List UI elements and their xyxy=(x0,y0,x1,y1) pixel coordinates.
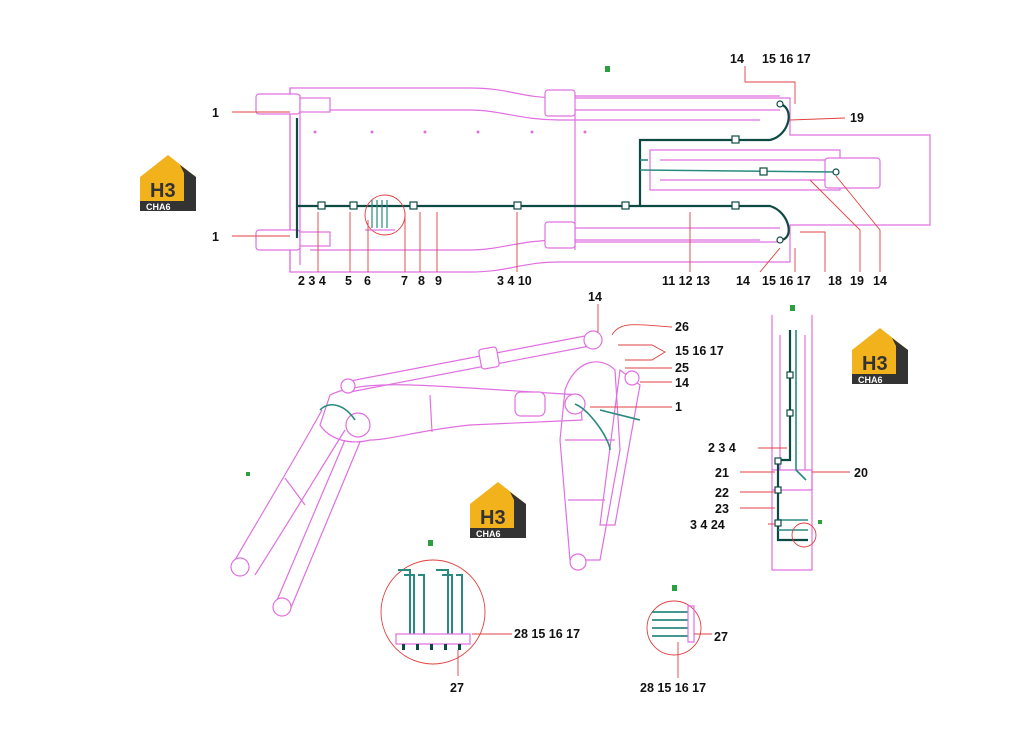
top-view-labels: 1 1 14 15 16 17 19 2 3 4 5 6 7 8 9 3 4 1… xyxy=(212,52,887,288)
svg-text:H3: H3 xyxy=(862,353,888,375)
detail-view-small xyxy=(646,600,712,678)
view-markers xyxy=(246,66,822,591)
label-28-15-16-17: 28 15 16 17 xyxy=(640,681,706,695)
label-14: 14 xyxy=(588,290,602,304)
label-27: 27 xyxy=(714,630,728,644)
label-21: 21 xyxy=(715,466,729,480)
label-11-12-13: 11 12 13 xyxy=(662,274,710,288)
label-1: 1 xyxy=(675,400,682,414)
label-22: 22 xyxy=(715,486,729,500)
svg-text:CHA6: CHA6 xyxy=(858,375,883,385)
svg-text:CHA6: CHA6 xyxy=(146,202,171,212)
label-14: 14 xyxy=(730,52,744,66)
label-2-3-4: 2 3 4 xyxy=(708,441,736,455)
svg-text:H3: H3 xyxy=(480,507,506,529)
label-15-16-17: 15 16 17 xyxy=(762,274,811,288)
label-14: 14 xyxy=(675,376,689,390)
label-8: 8 xyxy=(418,274,425,288)
label-19: 19 xyxy=(850,111,864,125)
side-view-labels: 14 26 15 16 17 25 14 1 xyxy=(588,290,724,414)
label-23: 23 xyxy=(715,502,729,516)
label-3-4-24: 3 4 24 xyxy=(690,518,725,532)
label-9: 9 xyxy=(435,274,442,288)
arm-front-view xyxy=(740,315,850,571)
label-27: 27 xyxy=(450,681,464,695)
logo-watermark: H3 CHA6 xyxy=(852,328,908,385)
label-15-16-17: 15 16 17 xyxy=(675,344,724,358)
label-1: 1 xyxy=(212,106,219,120)
boom-side-view xyxy=(230,304,673,617)
detail-view-large xyxy=(380,559,512,676)
label-15-16-17: 15 16 17 xyxy=(762,52,811,66)
label-14: 14 xyxy=(736,274,750,288)
label-2-3-4: 2 3 4 xyxy=(298,274,326,288)
pipe-clamps-top xyxy=(317,100,840,244)
svg-text:CHA6: CHA6 xyxy=(476,529,501,539)
label-19: 19 xyxy=(850,274,864,288)
label-18: 18 xyxy=(828,274,842,288)
label-20: 20 xyxy=(854,466,868,480)
logo-watermark: H3 CHA6 xyxy=(140,155,196,212)
detail-small-labels: 27 28 15 16 17 xyxy=(640,630,728,695)
front-view-labels: 2 3 4 21 20 22 23 3 4 24 xyxy=(690,441,868,532)
label-6: 6 xyxy=(364,274,371,288)
detail-large-labels: 28 15 16 17 27 xyxy=(450,627,580,695)
label-28-15-16-17: 28 15 16 17 xyxy=(514,627,580,641)
label-3-4-10: 3 4 10 xyxy=(497,274,532,288)
label-5: 5 xyxy=(345,274,352,288)
svg-text:H3: H3 xyxy=(150,180,176,202)
boom-top-view xyxy=(232,66,931,273)
label-26: 26 xyxy=(675,320,689,334)
label-1: 1 xyxy=(212,230,219,244)
label-25: 25 xyxy=(675,361,689,375)
logo-watermark: H3 CHA6 xyxy=(470,482,526,539)
label-7: 7 xyxy=(401,274,408,288)
label-14: 14 xyxy=(873,274,887,288)
